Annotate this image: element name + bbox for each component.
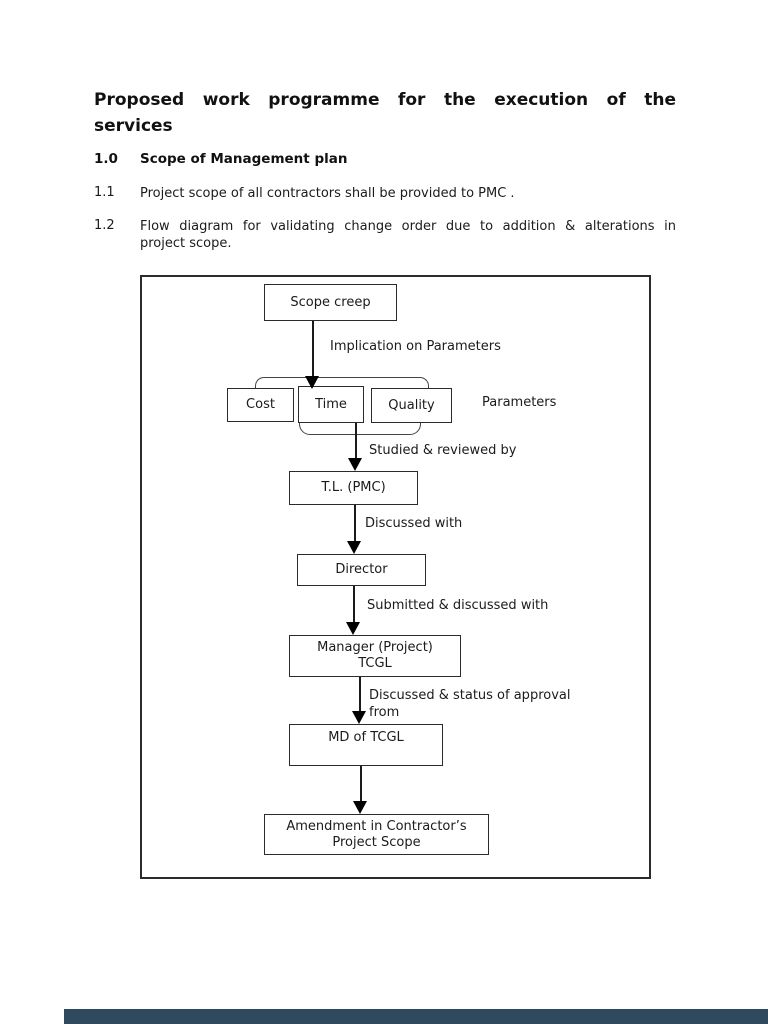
node-tl-pmc: T.L. (PMC)	[289, 471, 418, 505]
node-scope-creep: Scope creep	[264, 284, 397, 321]
arrow-line-4	[353, 586, 355, 622]
edge-label-approval-line1: Discussed & status of approval	[369, 688, 571, 703]
node-director: Director	[297, 554, 426, 586]
clause-number: 1.2	[94, 218, 115, 233]
arrow-head-2	[348, 458, 362, 471]
edge-label-implication: Implication on Parameters	[330, 339, 501, 354]
edge-label-parameters: Parameters	[482, 395, 557, 410]
edge-label-submitted: Submitted & discussed with	[367, 598, 549, 613]
arrow-line-5	[359, 677, 361, 711]
arrow-head-5	[352, 711, 366, 724]
clause-text-line1: Flow diagram for validating change order…	[140, 219, 676, 234]
node-amendment: Amendment in Contractor’s Project Scope	[264, 814, 489, 855]
clause-text-line2: project scope.	[140, 236, 232, 251]
flow-diagram: Scope creep Cost Time Quality T.L. (PMC)…	[140, 275, 651, 879]
clause-text: Flow diagram for validating change order…	[140, 218, 676, 252]
node-md-of-tcgl: MD of TCGL	[289, 724, 443, 766]
node-amendment-line2: Project Scope	[332, 834, 421, 850]
node-manager-line1: Manager (Project)	[317, 640, 433, 655]
page-title-line2: services	[94, 116, 173, 136]
clause-number: 1.0	[94, 151, 118, 167]
arrow-head-3	[347, 541, 361, 554]
arrow-line-3	[354, 505, 356, 541]
arrow-line-1	[312, 321, 314, 377]
edge-label-discussed: Discussed with	[365, 516, 463, 531]
edge-label-approval-line2: from	[369, 705, 400, 717]
edge-label-studied: Studied & reviewed by	[369, 443, 517, 458]
node-quality: Quality	[371, 388, 452, 423]
arrow-head-4	[346, 622, 360, 635]
clause-number: 1.1	[94, 185, 115, 200]
edge-label-approval: Discussed & status of approval from	[369, 687, 599, 717]
page-title: Proposed work programme for the executio…	[94, 90, 676, 142]
node-cost: Cost	[227, 388, 294, 422]
arrow-head-1	[305, 376, 319, 389]
page-title-line1: Proposed work programme for the executio…	[94, 90, 676, 110]
brace-top	[255, 377, 429, 389]
arrow-line-2	[355, 423, 357, 458]
clause-text: Project scope of all contractors shall b…	[140, 186, 515, 201]
node-time: Time	[298, 386, 364, 423]
arrow-line-6	[360, 766, 362, 801]
node-manager-project-tcgl: Manager (Project) TCGL	[289, 635, 461, 677]
clause-heading: Scope of Management plan	[140, 151, 348, 167]
node-manager-line2: TCGL	[358, 656, 392, 671]
viewer-footer-bar	[64, 1009, 768, 1024]
arrow-head-6	[353, 801, 367, 814]
node-amendment-line1: Amendment in Contractor’s	[286, 818, 467, 834]
